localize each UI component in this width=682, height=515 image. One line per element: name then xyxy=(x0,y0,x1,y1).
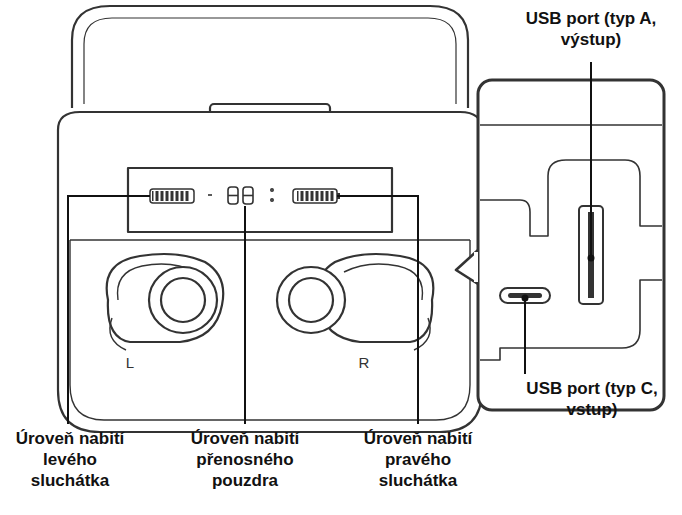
left-battery-icon xyxy=(150,189,194,203)
port-label: USB port (typ A, výstup) xyxy=(511,8,671,50)
left-earbud xyxy=(107,254,224,350)
case-body xyxy=(58,112,482,432)
case-lid xyxy=(72,6,468,108)
case-digits xyxy=(208,187,273,204)
side-mark: L xyxy=(120,352,140,373)
level-label: Úroveň nabití levého sluchátka xyxy=(5,428,135,491)
leader-lines xyxy=(68,62,594,424)
level-label: Úroveň nabití pravého sluchátka xyxy=(353,428,483,491)
right-battery-icon xyxy=(293,189,337,203)
side-mark: R xyxy=(354,352,374,373)
usb-c-port xyxy=(500,288,550,303)
display-panel xyxy=(128,168,392,232)
level-label: Úroveň nabití přenosného pouzdra xyxy=(175,428,315,491)
right-earbud xyxy=(277,254,433,350)
port-inset xyxy=(478,80,664,410)
port-label: USB port (typ C, vstup) xyxy=(512,378,672,420)
